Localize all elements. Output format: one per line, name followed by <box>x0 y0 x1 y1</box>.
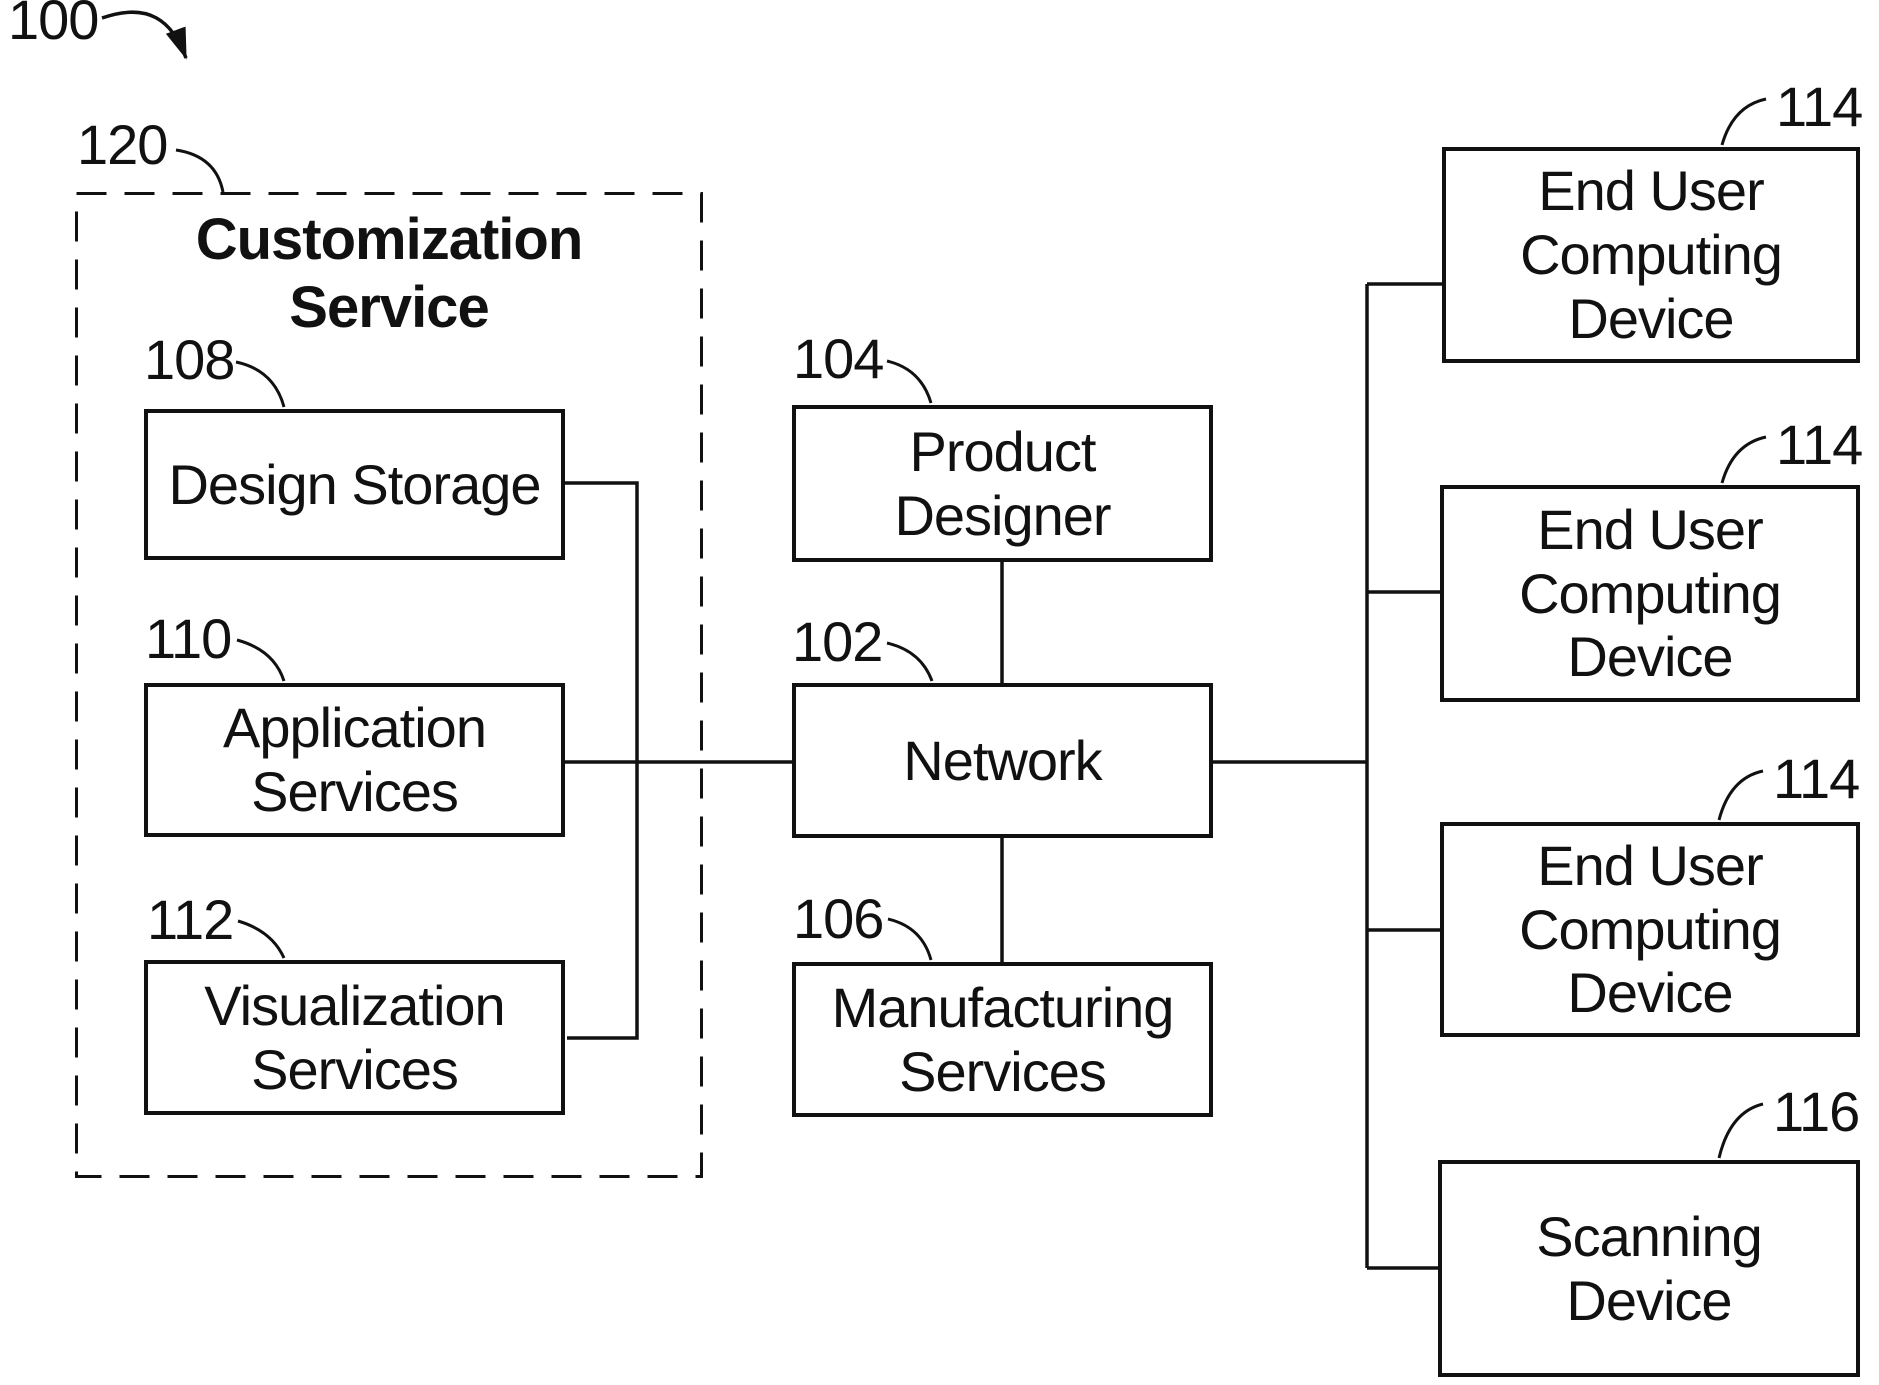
leader-102 <box>886 641 934 682</box>
leader-110 <box>236 638 286 682</box>
visualization-services-box: Visualization Services <box>144 960 565 1115</box>
customization-service-title: Customization Service <box>195 207 584 341</box>
customization-service-container: Customization Service <box>75 192 703 1178</box>
ref-numeral-116: 116 <box>1773 1080 1860 1143</box>
end-user-computing-device-label-3: End User Computing Device <box>1519 833 1782 1025</box>
leader-112 <box>237 919 286 959</box>
leader-108 <box>235 360 286 408</box>
ref-numeral-110: 110 <box>145 607 232 670</box>
network-box: Network <box>792 683 1213 838</box>
leader-106 <box>887 917 933 961</box>
ref-numeral-100: 100 <box>8 0 99 51</box>
design-storage-box: Design Storage <box>144 409 565 560</box>
leader-114-1 <box>1720 97 1767 146</box>
leader-104 <box>886 359 933 404</box>
leader-114-3 <box>1717 769 1764 821</box>
end-user-computing-device-box-2: End User Computing Device <box>1440 485 1860 702</box>
ref-numeral-114-1: 114 <box>1776 75 1863 138</box>
ref-numeral-104: 104 <box>793 327 884 390</box>
product-designer-label: Product Designer <box>894 419 1111 547</box>
ref-numeral-114-2: 114 <box>1776 413 1863 476</box>
leader-120 <box>175 148 225 193</box>
leader-100-arrow <box>101 10 188 60</box>
application-services-label: Application Services <box>223 696 487 823</box>
end-user-computing-device-box-1: End User Computing Device <box>1442 147 1860 363</box>
ref-numeral-102: 102 <box>792 610 883 673</box>
design-storage-label: Design Storage <box>168 452 541 516</box>
ref-numeral-108: 108 <box>144 328 235 391</box>
visualization-services-label: Visualization Services <box>204 973 505 1101</box>
customization-service-dashed-border <box>75 192 703 1178</box>
application-services-box: Application Services <box>144 683 565 837</box>
manufacturing-services-box: Manufacturing Services <box>792 962 1213 1117</box>
product-designer-box: Product Designer <box>792 405 1213 562</box>
end-user-computing-device-box-3: End User Computing Device <box>1440 822 1860 1037</box>
network-label: Network <box>903 728 1102 792</box>
end-user-computing-device-label-2: End User Computing Device <box>1519 497 1782 689</box>
end-user-computing-device-label-1: End User Computing Device <box>1520 159 1783 350</box>
ref-numeral-120: 120 <box>77 113 168 176</box>
manufacturing-services-label: Manufacturing Services <box>831 975 1175 1103</box>
leader-114-2 <box>1720 435 1767 484</box>
scanning-device-label: Scanning Device <box>1536 1204 1763 1332</box>
ref-numeral-106: 106 <box>793 887 884 950</box>
ref-numeral-112: 112 <box>147 888 234 951</box>
scanning-device-box: Scanning Device <box>1438 1160 1860 1377</box>
ref-numeral-114-3: 114 <box>1773 747 1860 810</box>
leader-116 <box>1717 1102 1764 1159</box>
